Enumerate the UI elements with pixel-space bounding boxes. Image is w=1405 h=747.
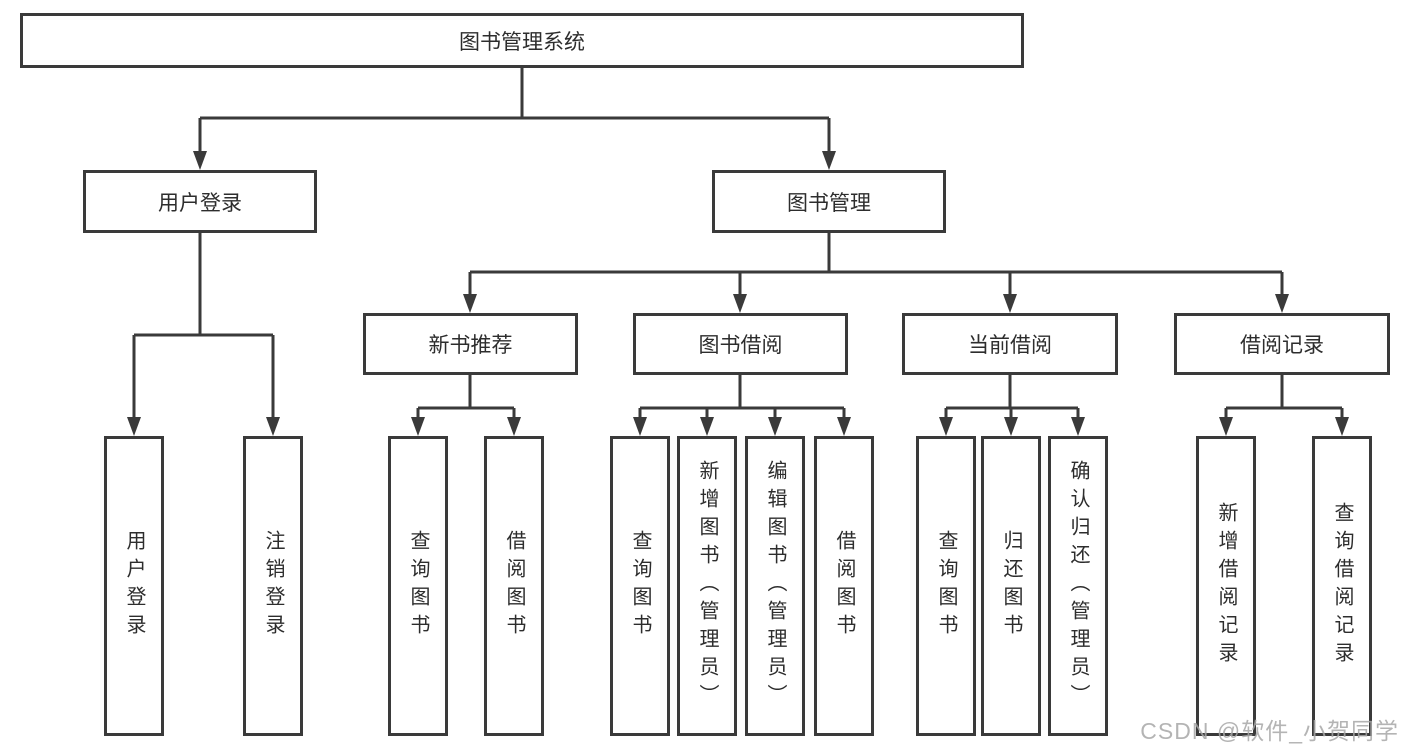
leaf-edit-books-admin: 编辑图书（管理员） xyxy=(745,436,805,736)
leaf-label: 新增借阅记录 xyxy=(1215,502,1237,670)
leaf-label: 编辑图书（管理员） xyxy=(764,460,786,712)
leaf-label: 确认归还（管理员） xyxy=(1067,460,1089,712)
node-user-login-label: 用户登录 xyxy=(158,191,242,215)
leaf-logout: 注销登录 xyxy=(243,436,303,736)
node-current-borrow: 当前借阅 xyxy=(902,313,1118,375)
connector-lines xyxy=(132,68,1344,423)
node-book-management-label: 图书管理 xyxy=(787,191,871,215)
leaf-label: 查询图书 xyxy=(935,530,957,642)
leaf-user-login: 用户登录 xyxy=(104,436,164,736)
node-borrow-record-label: 借阅记录 xyxy=(1240,334,1324,357)
node-new-book-recommend-label: 新书推荐 xyxy=(428,334,513,357)
leaf-label: 借阅图书 xyxy=(503,530,525,642)
leaf-label: 查询借阅记录 xyxy=(1331,502,1353,670)
leaf-query-books-recommend: 查询图书 xyxy=(388,436,448,736)
leaf-borrow-books-recommend: 借阅图书 xyxy=(484,436,544,736)
leaf-label: 归还图书 xyxy=(1000,530,1022,642)
node-book-borrow-label: 图书借阅 xyxy=(698,334,783,357)
node-new-book-recommend: 新书推荐 xyxy=(363,313,578,375)
leaf-query-borrow-record: 查询借阅记录 xyxy=(1312,436,1372,736)
leaf-query-books-borrow: 查询图书 xyxy=(610,436,670,736)
leaf-return-books: 归还图书 xyxy=(981,436,1041,736)
leaf-label: 查询图书 xyxy=(629,530,651,642)
leaf-label: 用户登录 xyxy=(123,530,145,642)
leaf-label: 借阅图书 xyxy=(833,530,855,642)
csdn-watermark: CSDN @软件_小贺同学 xyxy=(1140,718,1399,744)
node-borrow-record: 借阅记录 xyxy=(1174,313,1390,375)
leaf-confirm-return-admin: 确认归还（管理员） xyxy=(1048,436,1108,736)
leaf-label: 注销登录 xyxy=(262,530,284,642)
node-book-borrow: 图书借阅 xyxy=(633,313,848,375)
leaf-borrow-books: 借阅图书 xyxy=(814,436,874,736)
leaf-label: 查询图书 xyxy=(407,530,429,642)
node-root-label: 图书管理系统 xyxy=(459,30,585,54)
leaf-query-books-current: 查询图书 xyxy=(916,436,976,736)
node-root: 图书管理系统 xyxy=(20,13,1024,68)
leaf-add-borrow-record: 新增借阅记录 xyxy=(1196,436,1256,736)
node-book-management: 图书管理 xyxy=(712,170,946,233)
leaf-add-books-admin: 新增图书（管理员） xyxy=(677,436,737,736)
node-current-borrow-label: 当前借阅 xyxy=(968,334,1052,357)
node-user-login: 用户登录 xyxy=(83,170,317,233)
leaf-label: 新增图书（管理员） xyxy=(696,460,718,712)
